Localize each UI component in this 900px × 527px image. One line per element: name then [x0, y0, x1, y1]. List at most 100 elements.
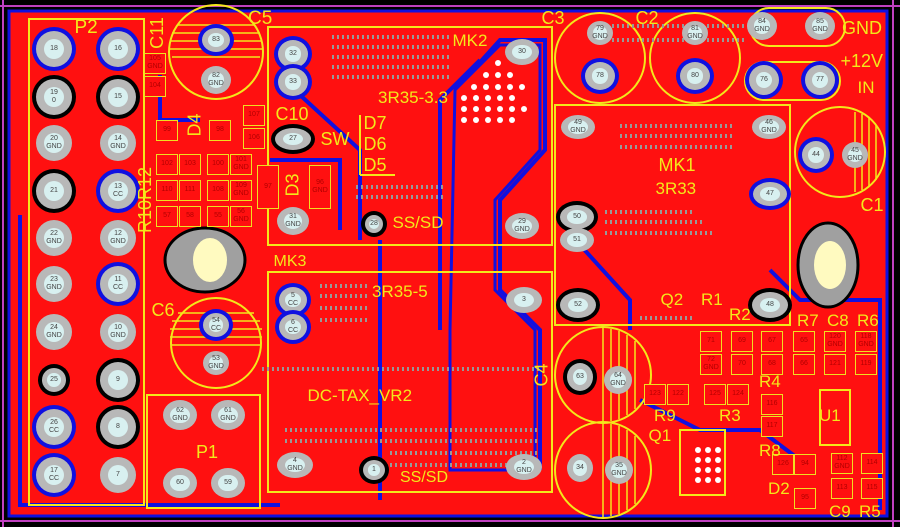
pad-16[interactable]: 16 — [100, 31, 136, 67]
smd-pad-125[interactable]: 125 — [704, 383, 726, 405]
smd-pad-65[interactable]: 65 — [793, 330, 815, 352]
smd-pad-69[interactable]: 69 — [731, 330, 753, 352]
smd-pad-98[interactable]: 98 — [209, 119, 231, 141]
smd-pad-55[interactable]: 55 — [207, 205, 229, 227]
pad-44[interactable]: 44 — [802, 141, 830, 169]
smd-pad-71[interactable]: 71 — [700, 330, 722, 352]
smd-pad-126[interactable]: 126 — [772, 453, 794, 475]
smd-pad-67[interactable]: 67 — [761, 330, 783, 352]
smd-pad-99[interactable]: 99 — [156, 119, 178, 141]
pad-33[interactable]: 33 — [278, 68, 308, 96]
smd-pad-70[interactable]: 70 — [731, 353, 753, 375]
pad-50[interactable]: 50 — [560, 205, 594, 229]
pad-27[interactable]: 27 — [275, 128, 311, 150]
pad-28[interactable]: 28 — [365, 215, 383, 233]
pad-1[interactable]: 1 — [363, 460, 385, 480]
smd-pad-115[interactable]: 115 — [861, 477, 883, 499]
smd-pad-97[interactable]: 97 — [257, 165, 279, 209]
pad-3[interactable]: 3 — [506, 287, 542, 313]
pad-18[interactable]: 18 — [36, 31, 72, 67]
smd-pad-116[interactable]: 116 — [761, 393, 783, 415]
smd-pad-110[interactable]: 110 — [156, 179, 178, 201]
pad-30[interactable]: 30 — [505, 39, 539, 65]
pad-34[interactable]: 34 — [567, 454, 593, 482]
smd-pad-119[interactable]: 119 — [855, 353, 877, 375]
smd-pad-102[interactable]: 102 — [156, 153, 178, 175]
smd-pad-123[interactable]: 123 — [644, 383, 666, 405]
pad-8[interactable]: 8 — [100, 409, 136, 445]
smd-pad-103[interactable]: 103 — [179, 153, 201, 175]
pad-7[interactable]: 7 — [100, 457, 136, 493]
pad-80[interactable]: 80 — [680, 62, 710, 90]
smd-pad-95[interactable]: 95 — [794, 487, 816, 509]
pad-51[interactable]: 51 — [560, 228, 594, 252]
smd-pad-113[interactable]: 113 — [831, 477, 853, 499]
smd-pad-66[interactable]: 66 — [793, 353, 815, 375]
smd-pad-106[interactable]: 106 — [243, 127, 265, 149]
pad-15[interactable]: 15 — [100, 79, 136, 115]
smd-pad-100[interactable]: 100 — [207, 153, 229, 175]
pad-9[interactable]: 9 — [100, 362, 136, 398]
smd-pad-114[interactable]: 114 — [861, 452, 883, 474]
pad-83[interactable]: 83 — [202, 28, 230, 52]
smd-pad-68[interactable]: 68 — [761, 353, 783, 375]
pad-78[interactable]: 78 — [585, 62, 615, 90]
smd-pad-94[interactable]: 94 — [794, 453, 816, 475]
pad-76[interactable]: 76 — [749, 65, 779, 95]
pad-21[interactable]: 21 — [36, 173, 72, 209]
smd-pad-108[interactable]: 108 — [207, 179, 229, 201]
smd-pad-107[interactable]: 107 — [243, 104, 265, 126]
pad-25[interactable]: 25 — [42, 368, 66, 392]
smd-pad-104[interactable]: 104 — [144, 75, 166, 97]
pad-32[interactable]: 32 — [278, 40, 308, 68]
pad-77[interactable]: 77 — [805, 65, 835, 95]
smd-pad-58[interactable]: 58 — [179, 205, 201, 227]
pad-63[interactable]: 63 — [567, 363, 593, 391]
smd-pad-124[interactable]: 124 — [727, 383, 749, 405]
pad-60[interactable]: 60 — [163, 468, 197, 498]
smd-pad-117[interactable]: 117 — [761, 415, 783, 437]
smd-pad-111[interactable]: 111 — [179, 179, 201, 201]
pad-47[interactable]: 47 — [753, 182, 787, 206]
smd-pad-122[interactable]: 122 — [667, 383, 689, 405]
